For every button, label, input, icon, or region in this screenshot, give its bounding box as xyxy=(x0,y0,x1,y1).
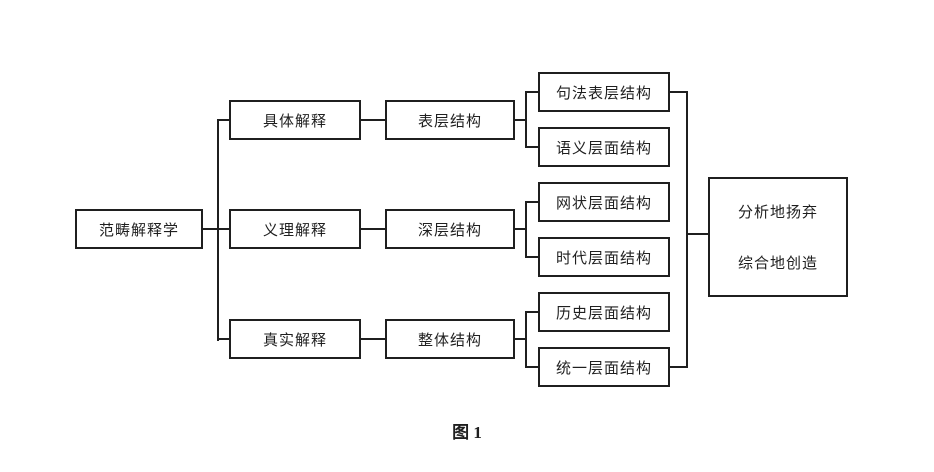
synthesis-line-2: 综合地创造 xyxy=(737,256,818,272)
connector-bracket-spine xyxy=(686,91,688,368)
node-interpretation-1: 具体解释 xyxy=(229,100,361,140)
node-layer-2b: 时代层面结构 xyxy=(538,237,670,277)
node-layer-2a: 网状层面结构 xyxy=(538,182,670,222)
connector-interp-struct-3 xyxy=(361,338,385,340)
connector-interp-struct-1 xyxy=(361,119,385,121)
connector-interp-struct-2 xyxy=(361,228,385,230)
node-layer-3a: 历史层面结构 xyxy=(538,292,670,332)
connector-struct-fan-2 xyxy=(515,228,527,230)
node-structure-2: 深层结构 xyxy=(385,209,515,249)
node-synthesis: 分析地扬弃 综合地创造 xyxy=(708,177,848,297)
connector-fan-3b xyxy=(525,366,538,368)
connector-root-out xyxy=(203,228,219,230)
synthesis-line-1: 分析地扬弃 xyxy=(737,205,818,221)
node-root: 范畴解释学 xyxy=(75,209,203,249)
connector-spine-branch-2 xyxy=(217,228,230,230)
connector-fan-spine-1 xyxy=(525,91,527,148)
connector-bracket-bottom xyxy=(670,366,688,368)
connector-struct-fan-1 xyxy=(515,119,527,121)
connector-fan-spine-2 xyxy=(525,201,527,258)
node-layer-1a: 句法表层结构 xyxy=(538,72,670,112)
connector-fan-1a xyxy=(525,91,538,93)
connector-left-spine xyxy=(217,119,219,341)
connector-fan-2b xyxy=(525,256,538,258)
connector-bracket-top xyxy=(670,91,688,93)
connector-bracket-synthesis xyxy=(686,233,708,235)
figure-caption: 图 1 xyxy=(452,423,482,442)
node-structure-1: 表层结构 xyxy=(385,100,515,140)
connector-spine-branch-3 xyxy=(217,338,230,340)
connector-fan-2a xyxy=(525,201,538,203)
connector-fan-3a xyxy=(525,311,538,313)
connector-spine-branch-1 xyxy=(217,119,230,121)
node-structure-3: 整体结构 xyxy=(385,319,515,359)
node-layer-1b: 语义层面结构 xyxy=(538,127,670,167)
node-interpretation-2: 义理解释 xyxy=(229,209,361,249)
connector-fan-1b xyxy=(525,146,538,148)
connector-struct-fan-3 xyxy=(515,338,527,340)
connector-fan-spine-3 xyxy=(525,311,527,368)
node-interpretation-3: 真实解释 xyxy=(229,319,361,359)
node-layer-3b: 统一层面结构 xyxy=(538,347,670,387)
